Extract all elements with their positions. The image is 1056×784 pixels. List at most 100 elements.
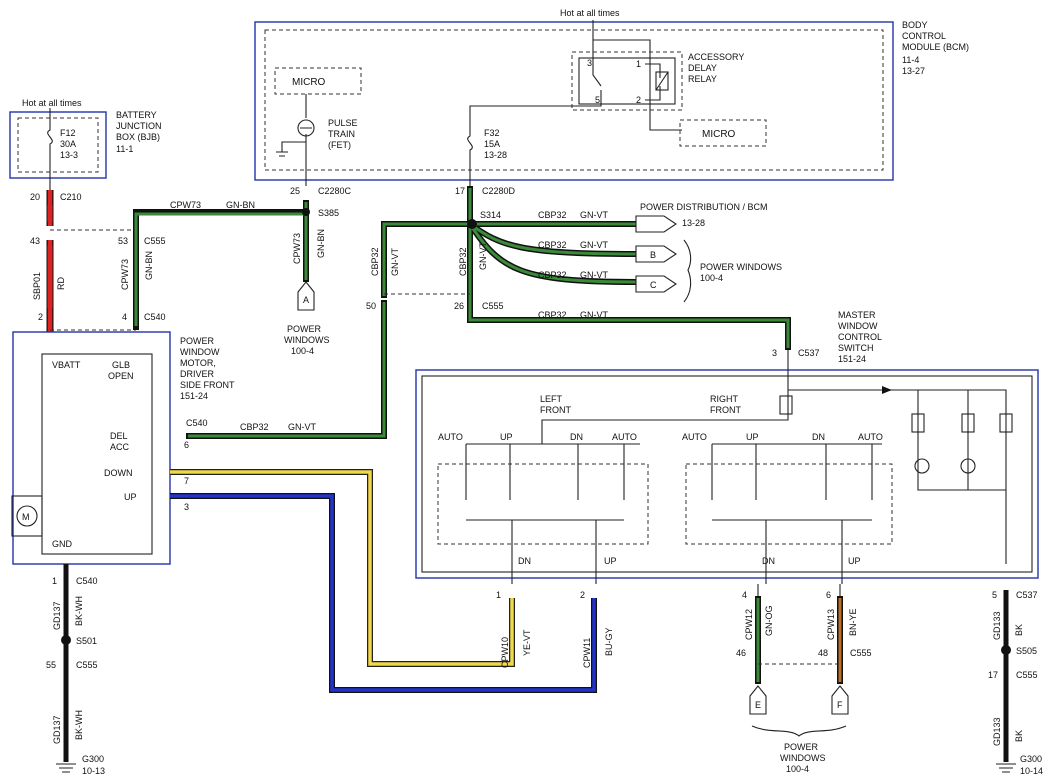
f12-amp: 30A [60, 139, 76, 149]
pw-b-label: B [650, 250, 656, 260]
pw-connector-f [831, 685, 849, 715]
mws-label-4: SWITCH [838, 343, 874, 353]
left-front-switch [437, 463, 649, 545]
f32-name: F32 [484, 128, 500, 138]
wire-label-sbp01: SBP01 [32, 272, 42, 300]
mws-auto-3: AUTO [682, 432, 707, 442]
conn-c555-b: C555 [482, 301, 504, 311]
wire-label-bk-b: BK [1014, 730, 1024, 742]
wire-label-cbp32-v2: CBP32 [458, 247, 468, 276]
pw-connector-b [635, 245, 677, 263]
wire-label-gnvt-e: GN-VT [288, 422, 317, 432]
conn-c210: C210 [60, 192, 82, 202]
battery-junction-box: Hot at all times F12 30A 13-3 BATTERY JU… [9, 98, 162, 200]
wire-label-yevt: YE-VT [522, 629, 532, 656]
wire-label-gd137-a: GD137 [52, 601, 62, 630]
mws-label-1: MASTER [838, 310, 876, 320]
motor-down: DOWN [104, 468, 133, 478]
wire-label-cpw12: CPW12 [744, 609, 754, 640]
pwef-label-1: POWER [784, 742, 819, 752]
conn-c537-b: C537 [1016, 590, 1038, 600]
bcm-ref-1: 11-4 [902, 55, 919, 65]
pin-pw-2: 2 [580, 590, 585, 600]
pw-connector-c [635, 275, 677, 293]
mws-auto-2: AUTO [612, 432, 637, 442]
mws-auto-1: AUTO [438, 432, 463, 442]
bjb-label-1: BATTERY [116, 110, 157, 120]
splice-s505 [1001, 645, 1011, 655]
wire-label-gnvt-v1: GN-VT [390, 248, 400, 277]
pw-e-label: E [755, 700, 761, 710]
mws-right-2: FRONT [710, 405, 741, 415]
motor-ref: 151-24 [180, 391, 208, 401]
splice-s385 [302, 208, 310, 216]
motor-label-3: MOTOR, [180, 358, 216, 368]
mws-out-up-r: UP [848, 556, 861, 566]
pin-3: 3 [772, 348, 777, 358]
mws-up-1: UP [500, 432, 513, 442]
pwa-label-2: WINDOWS [284, 335, 330, 345]
motor-del: DEL [110, 431, 128, 441]
motor-gnd: GND [52, 539, 73, 549]
wire-label-bnye: BN-YE [848, 608, 858, 636]
motor-m-label: M [22, 512, 30, 522]
motor-label-4: DRIVER [180, 369, 215, 379]
mws-left-1: LEFT [540, 394, 563, 404]
pin-pw-1: 1 [496, 590, 501, 600]
pwb-ref: 100-4 [700, 273, 723, 283]
motor-acc: ACC [110, 442, 130, 452]
f32-ref: 13-28 [484, 150, 507, 160]
bjb-hot-label: Hot at all times [22, 98, 82, 108]
conn-c555-a: C555 [144, 236, 166, 246]
fet-symbol [297, 119, 315, 137]
relay-pin-3: 3 [587, 58, 592, 68]
wire-label-gnbn-b: GN-BN [144, 251, 154, 280]
wire-label-gd133-a: GD133 [992, 611, 1002, 640]
pin-43: 43 [30, 236, 40, 246]
mws-out-dn-r: DN [762, 556, 775, 566]
conn-c537-a: C537 [798, 348, 820, 358]
conn-c555-e: C555 [1016, 670, 1038, 680]
splice-s314-label: S314 [480, 210, 501, 220]
pin-3-b: 3 [184, 502, 189, 512]
wire-label-cpw73-v: CPW73 [292, 233, 302, 264]
pulse-label-1: PULSE [328, 118, 358, 128]
wire-label-cbp32-v1: CBP32 [370, 247, 380, 276]
pin-6: 6 [184, 440, 189, 450]
pin-pw-6: 6 [826, 590, 831, 600]
wire-label-bkwh-b: BK-WH [74, 710, 84, 740]
motor-label-5: SIDE FRONT [180, 380, 235, 390]
wire-label-gnvt-a: GN-VT [580, 210, 609, 220]
relay-pin-5: 5 [595, 95, 600, 105]
bcm-title-1: BODY [902, 20, 928, 30]
mws-out-dn-l: DN [518, 556, 531, 566]
pd-label: POWER DISTRIBUTION / BCM [640, 202, 768, 212]
ground-g300-a-ref: 10-13 [82, 766, 105, 776]
wire-cpw10 [170, 469, 515, 667]
pwef-ref: 100-4 [786, 764, 809, 774]
micro-box-1 [274, 67, 362, 95]
motor-vbatt: VBATT [52, 360, 81, 370]
wire-label-bugy: BU-GY [604, 627, 614, 656]
wire-label-cbp32-e: CBP32 [240, 422, 269, 432]
wire-cbp32 [186, 186, 791, 439]
mws-label-3: CONTROL [838, 332, 882, 342]
ptc-element [779, 395, 793, 415]
pin-50: 50 [366, 301, 376, 311]
pin-2: 2 [38, 312, 43, 322]
conn-c555-c: C555 [76, 660, 98, 670]
pin-48: 48 [818, 648, 828, 658]
mws-right-1: RIGHT [710, 394, 739, 404]
splice-s501-label: S501 [76, 636, 97, 646]
pwef-label-2: WINDOWS [780, 753, 826, 763]
wire-label-gd137-b: GD137 [52, 715, 62, 744]
pw-connector-e [749, 685, 767, 715]
relay-label-1: ACCESSORY [688, 52, 744, 62]
f12-ref: 13-3 [60, 150, 78, 160]
wire-label-rd: RD [56, 277, 66, 290]
bcm-title-3: MODULE (BCM) [902, 42, 969, 52]
pin-46: 46 [736, 648, 746, 658]
pw-connector-a [297, 281, 315, 311]
ground-g300-b-ref: 10-14 [1020, 766, 1043, 776]
wire-label-gnvt-b: GN-VT [580, 240, 609, 250]
